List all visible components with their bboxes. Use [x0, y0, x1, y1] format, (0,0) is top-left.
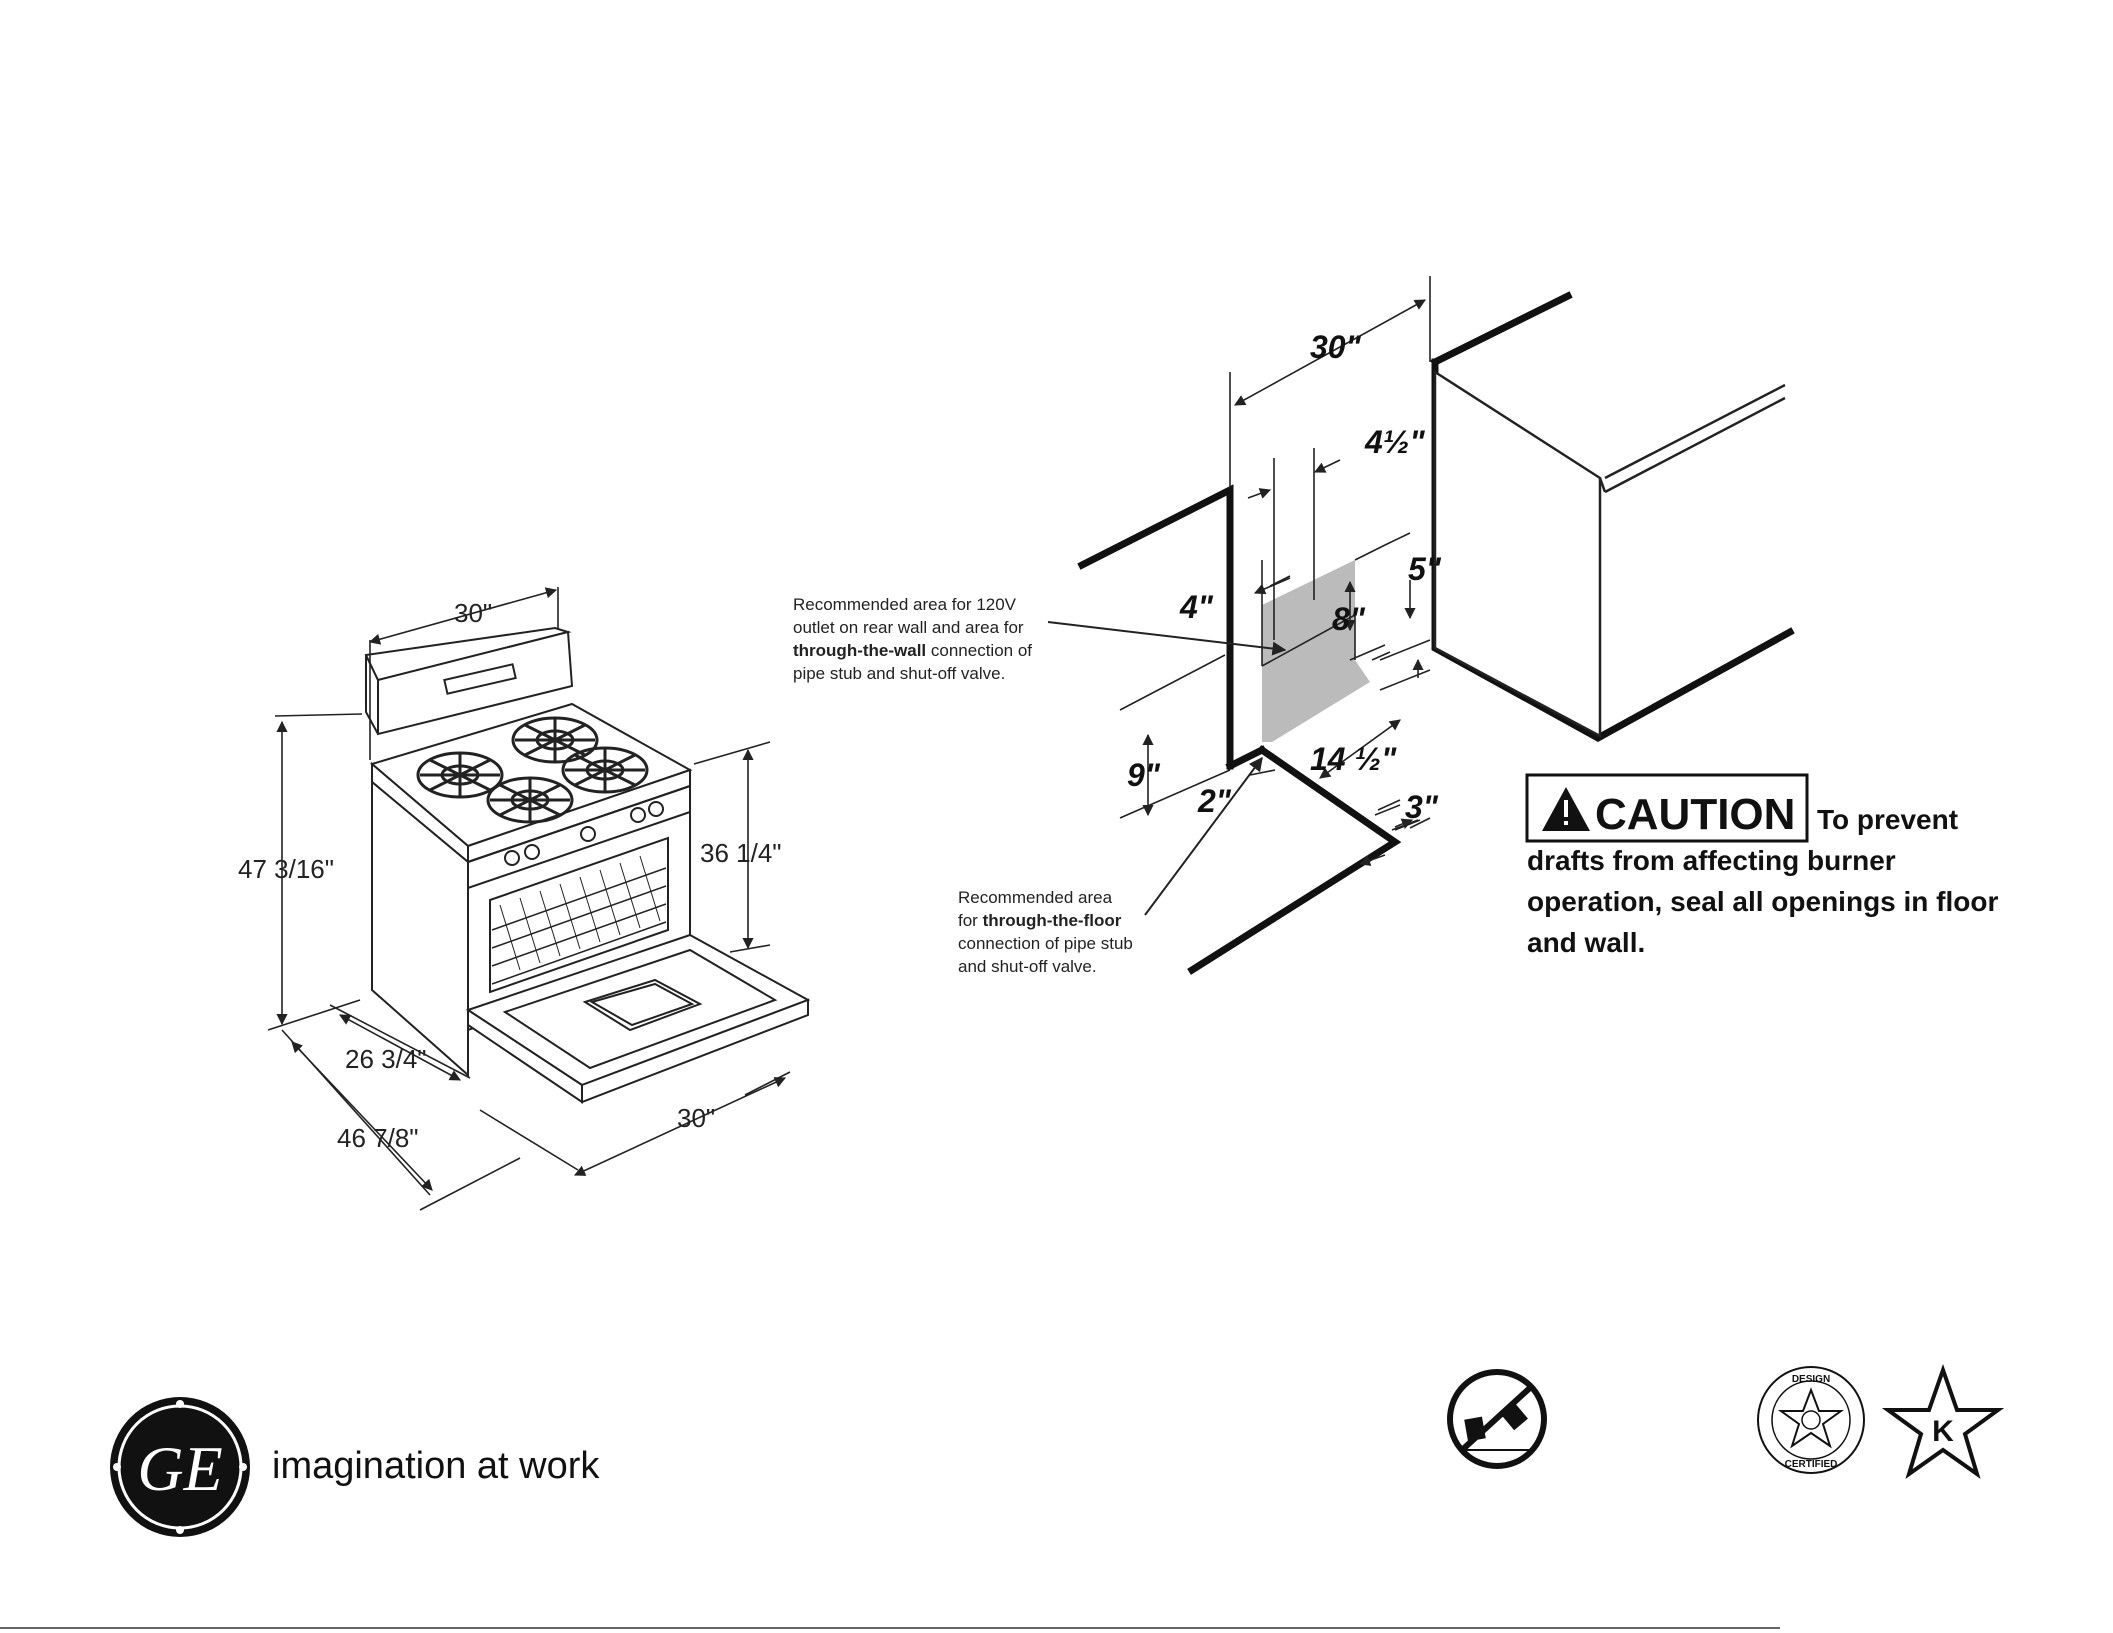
dim-range-height-total: 47 3/16"	[238, 854, 334, 884]
note-wall-line3: through-the-wall connection of	[793, 641, 1032, 660]
burner-grates	[416, 716, 649, 824]
caution-line1: To prevent	[1817, 804, 1958, 835]
range-dimension-labels: 30" 47 3/16" 36 1/4" 26 3/4" 46 7/8" 30"	[238, 598, 782, 1153]
dim-install-4: 4"	[1179, 589, 1214, 625]
control-knobs	[504, 801, 664, 866]
ge-logo-scallops	[113, 1400, 247, 1534]
dim-install-14-5: 14 ½"	[1310, 741, 1397, 777]
note-floor-line1: Recommended area	[958, 888, 1113, 907]
range-dimension-lines	[267, 587, 791, 1211]
note-wall-line4: pipe stub and shut-off valve.	[793, 664, 1005, 683]
note-wall-line3-bold: through-the-wall	[793, 641, 926, 660]
design-certified-icon: DESIGN CERTIFIED	[1757, 1366, 1865, 1474]
dim-install-4-5: 4½"	[1364, 424, 1425, 460]
anti-tip-icon	[1447, 1369, 1547, 1469]
burner-back-left	[486, 776, 574, 824]
caution-label: CAUTION	[1595, 790, 1795, 839]
note-wall-line1: Recommended area for 120V	[793, 595, 1017, 614]
note-floor-line2: for through-the-floor	[958, 911, 1122, 930]
burner-front-right	[561, 746, 649, 794]
note-floor-line2-bold: through-the-floor	[983, 911, 1122, 930]
dim-install-3: 3"	[1405, 789, 1439, 825]
brand-tagline: imagination at work	[272, 1445, 600, 1487]
caution-notice: CAUTION To prevent drafts from affecting…	[1525, 773, 1998, 958]
install-guide-lines	[1119, 276, 1431, 866]
range-diagram	[364, 626, 811, 1104]
range-body	[371, 779, 691, 1078]
note-floor-line2-pre: for	[958, 911, 983, 930]
design-certified-bottom: CERTIFIED	[1785, 1459, 1838, 1470]
installation-diagram: 30" 4½" 4" 5" 8" 9" 14 ½" 2" 3"	[1047, 276, 1795, 975]
install-arrows	[1394, 818, 1414, 830]
star-k-icon: K	[1881, 1363, 2005, 1479]
note-pointers	[1047, 621, 1287, 916]
ge-logo: GE	[110, 1397, 250, 1537]
dim-install-width: 30"	[1310, 329, 1362, 365]
burner-front-left	[416, 751, 504, 799]
note-floor-line4: and shut-off valve.	[958, 957, 1097, 976]
oven-door-open	[465, 933, 811, 1104]
note-wall-line2: outlet on rear wall and area for	[793, 618, 1024, 637]
dim-install-5: 5"	[1408, 551, 1442, 587]
dim-range-depth-open: 46 7/8"	[337, 1123, 419, 1153]
note-through-wall: Recommended area for 120V outlet on rear…	[793, 595, 1032, 683]
dim-range-width-top: 30"	[454, 598, 492, 628]
ge-logo-text: GE	[137, 1433, 222, 1504]
adjacent-cabinet	[1433, 366, 1786, 739]
oven-cavity	[489, 836, 669, 994]
design-certified-top: DESIGN	[1792, 1374, 1830, 1385]
star-k-letter: K	[1932, 1415, 1954, 1448]
note-wall-line3-rest: connection of	[926, 641, 1032, 660]
dim-install-2: 2"	[1197, 783, 1232, 819]
dim-range-height-cooktop: 36 1/4"	[700, 838, 782, 868]
dim-install-8: 8"	[1332, 601, 1366, 637]
caution-line4: and wall.	[1527, 927, 1645, 958]
burner-back-right	[511, 716, 599, 764]
note-floor-line3: connection of pipe stub	[958, 934, 1133, 953]
dim-range-width-bottom: 30"	[677, 1103, 715, 1133]
caution-line2: drafts from affecting burner	[1527, 845, 1896, 876]
connection-area-shading	[1262, 560, 1370, 742]
dim-install-9: 9"	[1127, 757, 1161, 793]
caution-line3: operation, seal all openings in floor	[1527, 886, 1998, 917]
dim-range-depth-closed: 26 3/4"	[345, 1044, 427, 1074]
caution-triangle-icon	[1542, 787, 1590, 831]
note-through-floor: Recommended area for through-the-floor c…	[958, 888, 1133, 976]
